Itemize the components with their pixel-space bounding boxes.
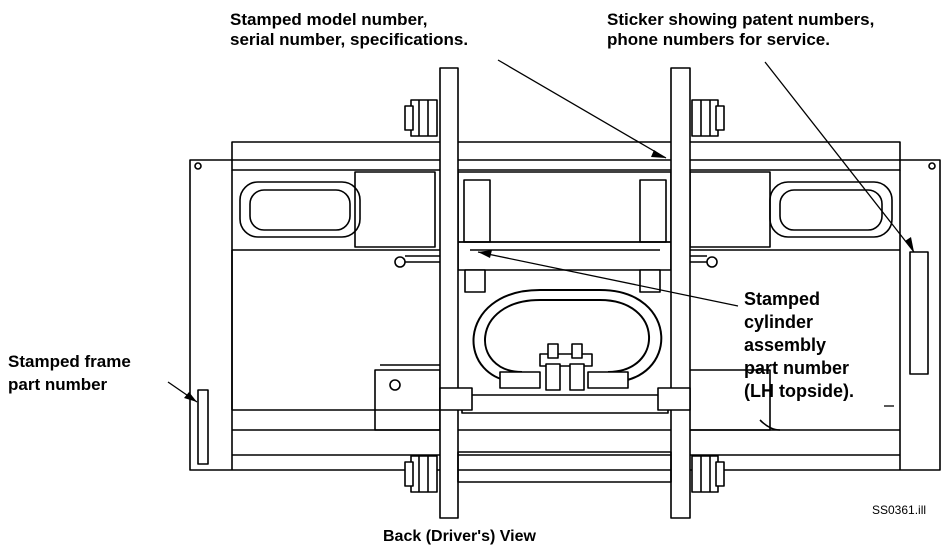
outer-frame <box>189 141 941 471</box>
figure-id: SS0361.ill <box>872 503 927 517</box>
fork-uprights <box>439 67 691 519</box>
leader-lines <box>167 59 915 407</box>
left-bracket <box>374 364 441 431</box>
figure-caption: Back (Driver's) View <box>383 528 536 545</box>
right-bracket <box>690 369 781 431</box>
center-plates <box>457 171 672 414</box>
bottom-fittings <box>404 451 725 493</box>
frame-stamp-plate <box>197 389 209 465</box>
hydraulic-hose <box>472 289 663 391</box>
left-cylinder-housing <box>231 171 440 411</box>
callout-cylinder-part-number: Stamped cylinder assembly part number (L… <box>744 289 854 401</box>
upper-fittings <box>464 269 661 293</box>
lock-pins <box>394 255 718 268</box>
top-fittings <box>404 99 725 137</box>
sticker-plate <box>909 251 929 375</box>
callout-sticker: Sticker showing patent numbers, phone nu… <box>607 10 875 49</box>
callout-model-number: Stamped model number, serial number, spe… <box>230 10 469 49</box>
right-cylinder-housing <box>689 171 900 251</box>
callout-frame-part-number: Stamped frame part number <box>8 352 131 394</box>
